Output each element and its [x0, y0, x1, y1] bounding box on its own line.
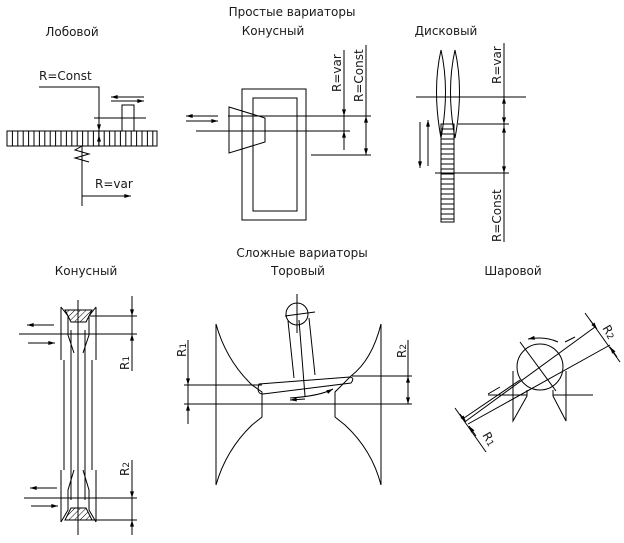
arm-left	[287, 320, 295, 379]
rotation-arrow	[527, 335, 559, 343]
diag-line-2	[467, 344, 611, 425]
disc-r-var-label: R=var	[490, 46, 504, 84]
cone-left	[512, 371, 528, 423]
toroidal-variator: Торовый R1 R2	[175, 264, 412, 486]
ext-line-r1	[454, 407, 487, 453]
r1-label: R1	[118, 356, 132, 370]
frontal-r-const-label: R=Const	[39, 69, 92, 83]
pulley-bottom-right	[82, 469, 97, 523]
diag-line-3	[463, 379, 521, 419]
motion-tick	[487, 386, 501, 395]
arm-center	[298, 319, 306, 397]
r2-label: R2	[118, 462, 132, 476]
ball-axis	[519, 341, 557, 392]
diag-line-1	[465, 326, 596, 422]
frontal-r-var-label: R=var	[95, 177, 133, 191]
conical-r-var-label: R=var	[330, 54, 344, 92]
ball-r2-label: R2	[599, 323, 618, 342]
outer-frame	[241, 88, 307, 221]
ball-variator: Шаровой R2 R1	[454, 264, 621, 453]
inner-frame	[252, 97, 298, 212]
dim-arrow	[459, 413, 467, 423]
torus-right	[334, 323, 382, 486]
ball	[516, 343, 564, 391]
conical-complex-variator: Конусный R1 R2	[19, 264, 137, 535]
r-const-leader	[39, 86, 100, 146]
ball-label: Шаровой	[484, 264, 541, 278]
arm-right	[308, 317, 316, 376]
dim-arrow	[589, 319, 598, 330]
disc-label: Дисковый	[415, 24, 478, 38]
pivot-horizontal	[284, 311, 316, 317]
cone	[228, 106, 266, 154]
disc-left	[436, 49, 446, 139]
break-mark	[73, 145, 91, 163]
disc-variator: Дисковый R=var R=Const	[415, 24, 526, 242]
complex-variators-title: Сложные вариаторы	[236, 246, 367, 260]
disc-right	[450, 49, 460, 139]
cone-right	[552, 371, 567, 422]
toroidal-r1-label: R1	[175, 343, 189, 357]
roller	[257, 376, 354, 395]
frontal-label: Лобовой	[45, 25, 98, 39]
simple-variators-title: Простые вариаторы	[229, 5, 356, 19]
conical-complex-label: Конусный	[55, 264, 118, 278]
rotation-arrow-left	[289, 397, 306, 402]
conical-simple-variator: Конусный R=var R=Const	[186, 24, 371, 221]
frontal-disc	[6, 130, 158, 147]
dim-arrow	[609, 346, 618, 358]
conical-r-const-label: R=Const	[352, 49, 366, 102]
dim-arrow	[468, 425, 477, 437]
toroidal-r2-label: R2	[395, 344, 409, 358]
ball-r1-label: R1	[479, 430, 498, 449]
conical-simple-label: Конусный	[242, 24, 305, 38]
pulley-top-right-outer	[82, 306, 97, 354]
rotation-tick	[564, 336, 576, 343]
frontal-variator: Лобовой R=Const R=var	[6, 25, 158, 206]
disc-r-const-label: R=Const	[490, 189, 504, 242]
toroidal-label: Торовый	[270, 264, 325, 278]
rotation-arrow	[289, 388, 334, 399]
